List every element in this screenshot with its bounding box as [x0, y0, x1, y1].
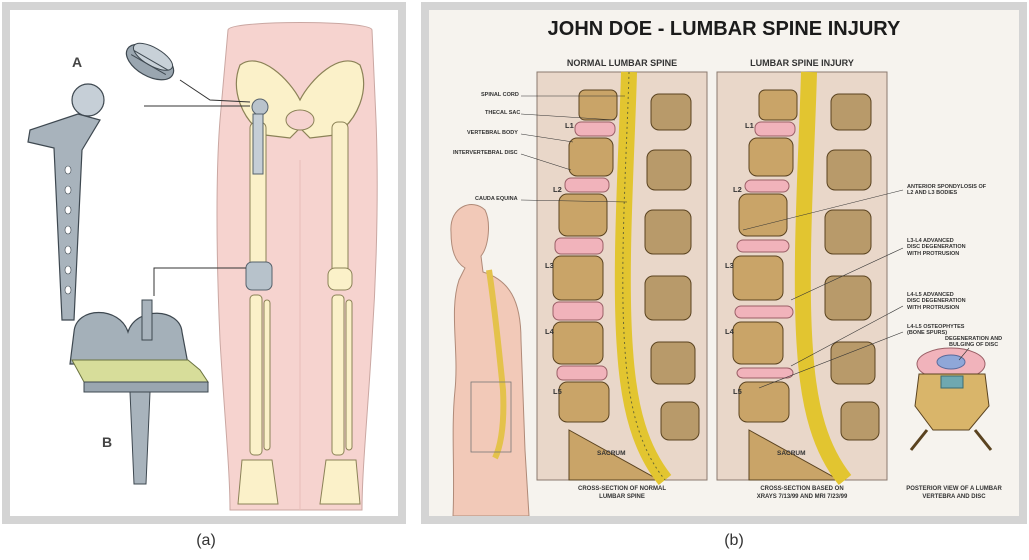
lumbar-spine-illustration [429, 10, 1019, 516]
callout-l4-l5-degeneration: L4-L5 ADVANCED DISC DEGENERATION WITH PR… [907, 292, 966, 311]
callout-cauda-equina: CAUDA EQUINA [475, 196, 518, 202]
injury-footer: CROSS-SECTION BASED ON XRAYS 7/13/99 AND… [717, 486, 887, 502]
callout-anterior-spondylosis: ANTERIOR SPONDYLOSIS OF L2 AND L3 BODIES [907, 184, 986, 197]
knee-prosthesis [70, 300, 208, 484]
normal-footer: CROSS-SECTION OF NORMAL LUMBAR SPINE [537, 486, 707, 502]
callout-vertebral-body: VERTEBRAL BODY [467, 130, 518, 136]
femoral-head [72, 84, 104, 116]
panel-b-illustration: JOHN DOE - LUMBAR SPINE INJURY [429, 10, 1019, 516]
footer-line: CROSS-SECTION BASED ON [717, 486, 887, 494]
normal-label-l5: L5 [553, 388, 562, 397]
callout-intervertebral-disc: INTERVERTEBRAL DISC [453, 150, 518, 156]
knee-part-label: B [102, 434, 112, 450]
panel-b-frame: JOHN DOE - LUMBAR SPINE INJURY [421, 2, 1027, 524]
footer-line: VERTEBRA AND DISC [891, 494, 1017, 502]
injury-label-sacrum: SACRUM [777, 450, 806, 457]
callout-line: L2 AND L3 BODIES [907, 190, 986, 196]
normal-spine-heading: NORMAL LUMBAR SPINE [537, 58, 707, 68]
callout-line: BULGING OF DISC [945, 342, 1002, 348]
callout-line: WITH PROTRUSION [907, 305, 966, 311]
callout-thecal-sac: THECAL SAC [485, 110, 520, 116]
callout-line: WITH PROTRUSION [907, 251, 966, 257]
injury-label-l2: L2 [733, 186, 742, 195]
injury-spine-heading: LUMBAR SPINE INJURY [717, 58, 887, 68]
normal-label-l3: L3 [545, 262, 554, 271]
panel-a-frame: A B [2, 2, 406, 524]
normal-label-sacrum: SACRUM [597, 450, 626, 457]
normal-label-l1: L1 [565, 122, 574, 131]
posterior-vertebra-inset [911, 348, 991, 450]
callout-spinal-cord: SPINAL CORD [481, 92, 519, 98]
caption-a: (a) [176, 532, 236, 550]
inset-footer: POSTERIOR VIEW OF A LUMBAR VERTEBRA AND … [891, 486, 1017, 502]
callout-disc-bulging: DEGENERATION AND BULGING OF DISC [945, 336, 1002, 349]
joint-replacement-illustration [10, 10, 398, 516]
injury-label-l3: L3 [725, 262, 734, 271]
injury-label-l5: L5 [733, 388, 742, 397]
callout-osteophytes: L4-L5 OSTEOPHYTES (BONE SPURS) [907, 324, 964, 337]
normal-label-l2: L2 [553, 186, 562, 195]
footer-line: POSTERIOR VIEW OF A LUMBAR [891, 486, 1017, 494]
caption-b: (b) [704, 532, 764, 550]
human-silhouette [451, 205, 529, 516]
callout-line: DISC DEGENERATION [907, 298, 966, 304]
callout-line: DISC DEGENERATION [907, 244, 966, 250]
normal-label-l4: L4 [545, 328, 554, 337]
footer-line: XRAYS 7/13/99 AND MRI 7/23/99 [717, 494, 887, 502]
footer-line: LUMBAR SPINE [537, 494, 707, 502]
femoral-stem [28, 114, 100, 320]
callout-l3-l4-degeneration: L3-L4 ADVANCED DISC DEGENERATION WITH PR… [907, 238, 966, 257]
panel-a-illustration: A B [10, 10, 398, 516]
injury-label-l4: L4 [725, 328, 734, 337]
knee-implant [246, 262, 272, 290]
footer-line: CROSS-SECTION OF NORMAL [537, 486, 707, 494]
injury-label-l1: L1 [745, 122, 754, 131]
right-femur [332, 122, 348, 282]
hip-part-label: A [72, 54, 82, 70]
acetabular-cup [120, 36, 180, 87]
